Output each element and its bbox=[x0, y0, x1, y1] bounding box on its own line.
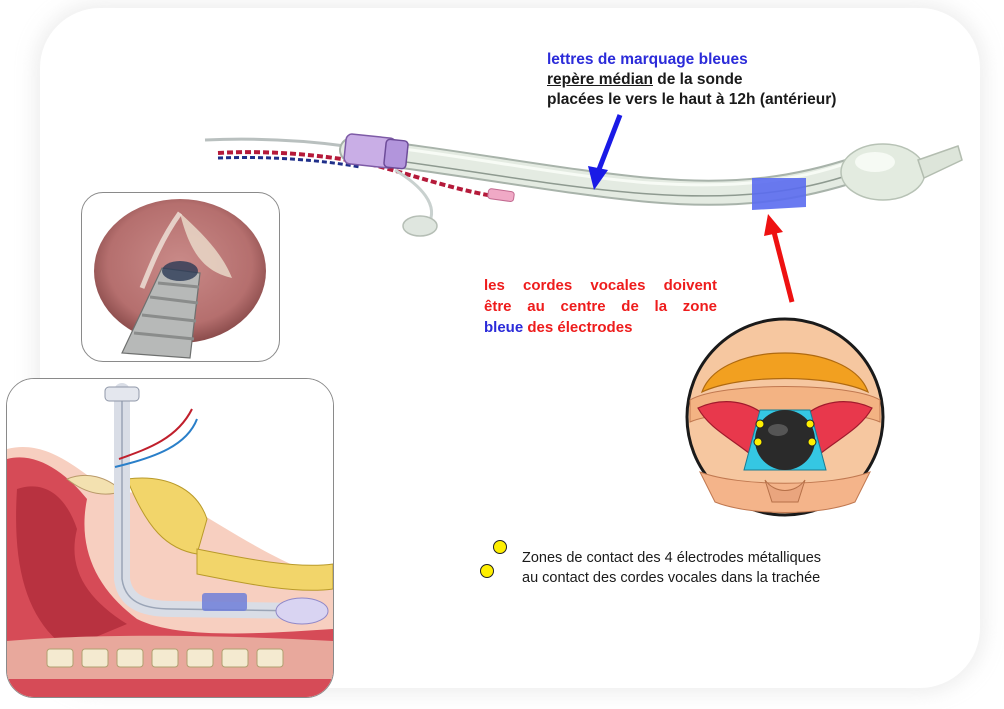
orientation-line: placées le vers le haut à 12h (antérieur… bbox=[547, 91, 837, 108]
pilot-balloon bbox=[402, 215, 438, 237]
tube-cable-red bbox=[217, 150, 506, 200]
vocal-cords-line-3: bleue des électrodes bbox=[484, 317, 717, 338]
tube-tip bbox=[917, 145, 963, 180]
vocal-cords-line-1: les cordes vocales doivent bbox=[484, 275, 717, 296]
epiglottis bbox=[700, 352, 870, 394]
vocal-cords-annotation: les cordes vocales doivent être au centr… bbox=[484, 275, 717, 338]
blue-arrow bbox=[588, 114, 623, 190]
word: vocales bbox=[590, 277, 646, 294]
blue-word: bleue bbox=[484, 319, 524, 336]
electrode-dot bbox=[807, 437, 817, 447]
word: de bbox=[621, 298, 639, 315]
electrode-dot bbox=[753, 437, 763, 447]
word: être bbox=[484, 298, 512, 315]
electrode-dot-icon bbox=[480, 564, 494, 578]
tube-cable-blue bbox=[217, 155, 361, 169]
tube-connector-ring bbox=[383, 138, 409, 170]
legend-text: Zones de contact des 4 électrodes métall… bbox=[522, 548, 821, 588]
electrode-dot-icon bbox=[493, 540, 507, 554]
tube-wire-entry bbox=[487, 188, 515, 203]
word: la bbox=[654, 298, 668, 315]
word: cordes bbox=[523, 277, 573, 294]
word: les bbox=[484, 277, 505, 294]
electrodes-word: des électrodes bbox=[523, 319, 633, 336]
electrode-dot bbox=[755, 419, 765, 429]
sagittal-anatomy-frame bbox=[6, 378, 334, 698]
median-mark-rest: de la sonde bbox=[652, 71, 743, 88]
word: zone bbox=[682, 298, 717, 315]
endoscopic-view-frame bbox=[81, 192, 280, 362]
tube-cross-section bbox=[755, 410, 815, 470]
vocal-cords-line-2: être au centre de la zone bbox=[484, 296, 717, 317]
word: centre bbox=[560, 298, 606, 315]
tube-cuff-shine bbox=[855, 152, 895, 172]
tube-cable-grey bbox=[204, 137, 346, 148]
red-arrow bbox=[764, 214, 795, 303]
legend-line-1: Zones de contact des 4 électrodes métall… bbox=[522, 550, 822, 566]
sagittal-anatomy-image bbox=[7, 379, 333, 697]
laryngeal-view-illustration bbox=[685, 317, 885, 517]
endoscopic-view-image bbox=[94, 199, 266, 359]
median-mark-underlined: repère médian bbox=[547, 71, 653, 88]
electrode-band bbox=[752, 178, 806, 210]
tube-highlight bbox=[359, 142, 851, 187]
marking-letters-line: lettres de marquage bleues bbox=[547, 51, 748, 68]
word: au bbox=[527, 298, 545, 315]
word: doivent bbox=[663, 277, 717, 294]
median-mark-line: repère médian de la sonde bbox=[547, 70, 836, 90]
legend-line-2: au contact des cordes vocales dans la tr… bbox=[522, 570, 821, 586]
electrode-dot bbox=[805, 419, 815, 429]
marking-letters-annotation: lettres de marquage bleues repère médian… bbox=[547, 50, 836, 110]
